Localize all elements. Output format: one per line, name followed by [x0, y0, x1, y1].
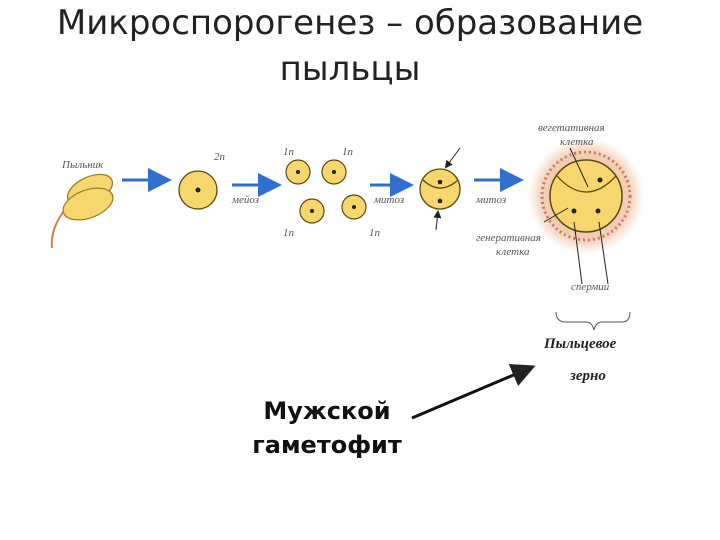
mitosis-label-2: митоз	[475, 194, 506, 206]
generative-label-1: генеративная	[476, 232, 541, 244]
sperm-label: спермии	[571, 281, 610, 293]
microspore-tetrad	[285, 159, 367, 224]
vegetative-pointer	[569, 147, 589, 188]
ploidy-1n-label-3: 1n	[283, 227, 295, 239]
gametophyte-line2: гаметофит	[252, 431, 402, 459]
ploidy-2n-label: 2n	[214, 151, 226, 163]
mother-cell-2n	[178, 170, 218, 210]
ploidy-1n-label-1: 1n	[283, 146, 295, 158]
generative-pointer	[543, 207, 569, 223]
ploidy-1n-label-2: 1n	[342, 146, 354, 158]
meiosis-label: мейоз	[231, 194, 259, 206]
pollen-grain	[528, 138, 644, 254]
pollen-grain-label-1: Пыльцевое	[543, 336, 617, 352]
mitosis-label-1: митоз	[373, 194, 404, 206]
page-title-line2: пыльцы	[279, 49, 421, 89]
sperm-pointer-1	[573, 221, 583, 285]
ploidy-1n-label-4: 1n	[369, 227, 381, 239]
vegetative-label-2: клетка	[560, 136, 594, 148]
anther-drawing	[50, 173, 114, 249]
vegetative-label-1: вегетативная	[538, 122, 605, 134]
gametophyte-arrow	[411, 363, 536, 420]
sperm-pointer-2	[598, 221, 609, 285]
gametophyte-line1: Мужской	[263, 397, 391, 425]
anther-label: Пыльник	[61, 159, 104, 171]
generative-label-2: клетка	[496, 246, 530, 258]
dividing-microspore	[419, 147, 461, 231]
page-title-line1: Микроспорогенез – образование	[56, 3, 644, 43]
pollen-brace	[555, 311, 631, 331]
gametophyte-label: Мужской гаметофит	[232, 394, 422, 462]
pollen-grain-label-2: зерно	[569, 368, 606, 384]
